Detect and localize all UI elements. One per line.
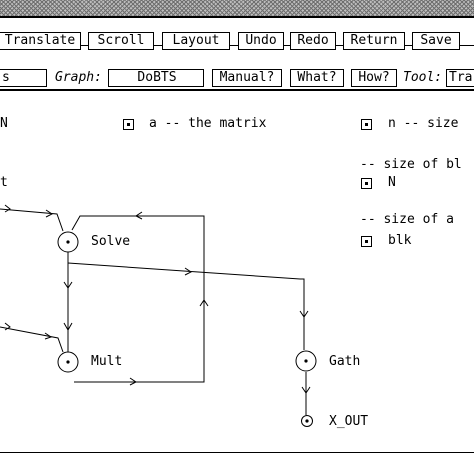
title-bar[interactable] bbox=[0, 0, 474, 16]
node-mult[interactable] bbox=[57, 351, 79, 373]
tool-label: Tool: bbox=[403, 70, 443, 85]
redo-button[interactable]: Redo bbox=[290, 32, 336, 50]
save-button[interactable]: Save bbox=[412, 32, 460, 50]
edge-in-solve bbox=[0, 208, 64, 232]
param-n-checkbox[interactable] bbox=[361, 119, 372, 130]
edge-solve-gath bbox=[67, 262, 305, 350]
node-gath-label: Gath bbox=[329, 354, 361, 369]
param-n-fragment: N bbox=[0, 116, 8, 131]
param-size-bl-label: -- size of bl bbox=[360, 157, 462, 172]
param-N-label: N bbox=[388, 175, 396, 190]
node-solve[interactable] bbox=[57, 231, 79, 253]
layout-button[interactable]: Layout bbox=[162, 32, 230, 50]
translate-button[interactable]: Translate bbox=[0, 32, 81, 50]
param-blk-checkbox[interactable] bbox=[361, 236, 372, 247]
node-x-out[interactable] bbox=[301, 415, 313, 427]
graph-canvas[interactable]: N a -- the matrix n -- size -- size of b… bbox=[0, 90, 474, 474]
param-N-checkbox[interactable] bbox=[361, 178, 372, 189]
param-size-a-label: -- size of a bbox=[360, 212, 454, 227]
title-bar-border bbox=[0, 16, 474, 18]
dataflow-graph bbox=[0, 204, 317, 427]
param-a-label: a -- the matrix bbox=[149, 116, 267, 131]
edges bbox=[0, 208, 307, 415]
edge-in-mult bbox=[0, 326, 64, 353]
node-solve-label: Solve bbox=[91, 234, 131, 249]
param-blk-label: blk bbox=[388, 233, 412, 248]
what-button[interactable]: What? bbox=[290, 69, 344, 87]
graph-field[interactable]: DoBTS bbox=[108, 69, 204, 87]
undo-button[interactable]: Undo bbox=[238, 32, 284, 50]
return-button[interactable]: Return bbox=[343, 32, 405, 50]
how-button[interactable]: How? bbox=[351, 69, 397, 87]
canvas-bottom-rule bbox=[0, 452, 474, 453]
scroll-button[interactable]: Scroll bbox=[88, 32, 154, 50]
node-mult-label: Mult bbox=[91, 354, 123, 369]
arrowheads bbox=[4, 204, 311, 394]
manual-button[interactable]: Manual? bbox=[212, 69, 282, 87]
toolbar-bottom-rule bbox=[0, 89, 474, 91]
edge-feedback-loop bbox=[71, 215, 205, 383]
left-field[interactable]: s bbox=[0, 69, 47, 87]
param-n-label: n -- size bbox=[388, 116, 459, 131]
toolbar-top-rule bbox=[0, 45, 474, 46]
param-t-fragment: t bbox=[0, 175, 8, 190]
tool-field[interactable]: Tra bbox=[446, 69, 474, 87]
node-gath[interactable] bbox=[295, 350, 317, 372]
node-x-out-label: X_OUT bbox=[329, 414, 369, 429]
param-a-checkbox[interactable] bbox=[123, 119, 134, 130]
graph-label: Graph: bbox=[55, 70, 102, 85]
